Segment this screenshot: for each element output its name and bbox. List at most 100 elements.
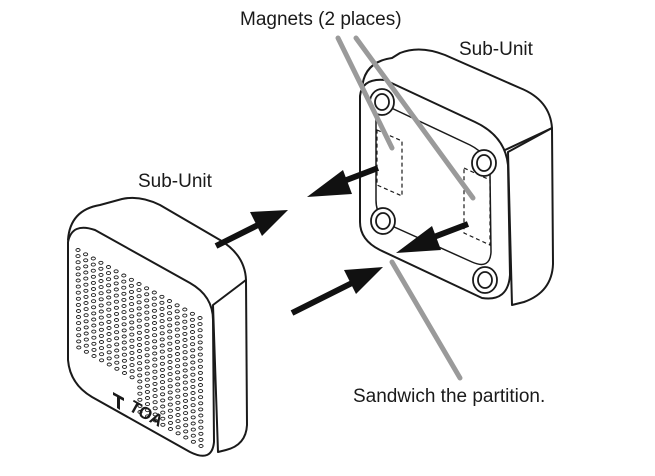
grille-hole: [167, 420, 174, 425]
grille-hole: [152, 351, 158, 356]
grille-hole: [174, 333, 180, 338]
grille-hole: [151, 327, 158, 332]
magnet-right: [463, 167, 491, 246]
grille-hole: [144, 286, 150, 291]
grille-hole: [83, 343, 89, 348]
grille-hole: [144, 371, 150, 376]
grille-hole: [128, 283, 134, 288]
grille-hole: [98, 279, 104, 283]
grille-hole: [83, 337, 89, 342]
grille-hole: [114, 348, 120, 353]
grille-hole: [136, 282, 142, 286]
grille-hole: [75, 254, 81, 259]
grille-hole: [175, 370, 181, 375]
grille-hole: [129, 350, 135, 355]
grille-hole: [197, 352, 203, 357]
grille-hole: [144, 298, 150, 303]
grille-hole: [159, 374, 166, 378]
grille-hole: [151, 296, 157, 301]
grille-hole: [152, 345, 158, 350]
grille-hole: [190, 348, 196, 353]
grille-hole: [167, 353, 173, 358]
grille-hole: [136, 336, 142, 341]
grille-hole: [167, 402, 173, 407]
grille-hole: [174, 339, 180, 344]
grille-hole: [182, 392, 188, 397]
grille-hole: [175, 364, 181, 369]
grille-hole: [91, 354, 97, 358]
grille-hole: [106, 301, 112, 306]
grille-hole: [167, 427, 174, 431]
grille-hole: [75, 266, 81, 271]
grille-hole: [113, 318, 120, 322]
grille-hole: [106, 362, 112, 367]
grille-hole: [121, 352, 127, 357]
grille-hole: [98, 333, 104, 338]
grille-hole: [167, 384, 173, 389]
grille-hole: [144, 365, 150, 370]
grille-hole: [198, 444, 204, 448]
grille-hole: [76, 333, 82, 338]
grille-hole: [152, 388, 158, 392]
grille-hole: [175, 419, 181, 424]
grille-hole: [175, 400, 181, 405]
grille-hole: [114, 360, 120, 365]
grille-hole: [197, 358, 203, 363]
grille-hole: [167, 360, 173, 364]
grille-hole: [136, 343, 143, 347]
grille-hole: [183, 411, 189, 416]
grille-hole: [75, 309, 82, 313]
grille-hole: [129, 302, 135, 307]
grille-hole: [121, 316, 127, 321]
grille-hole: [121, 285, 127, 290]
grille-hole: [189, 330, 196, 334]
grille-hole: [190, 372, 196, 377]
grille-hole: [182, 344, 188, 349]
grille-hole: [144, 396, 151, 400]
grille-hole: [106, 344, 112, 349]
grille-hole: [106, 326, 112, 330]
grille-hole: [182, 362, 188, 367]
grille-hole: [91, 317, 97, 322]
leader-magnet-right: [353, 35, 476, 201]
leader-sandwich: [389, 259, 463, 381]
grille-hole: [152, 394, 158, 399]
grille-hole: [152, 418, 158, 423]
grille-hole: [144, 377, 150, 382]
grille-hole: [151, 314, 157, 319]
grille-hole: [76, 339, 82, 344]
grille-hole: [90, 274, 96, 279]
grille-hole: [90, 293, 97, 298]
grille-hole: [175, 431, 181, 436]
grille-hole: [137, 355, 143, 360]
grille-hole: [190, 415, 196, 420]
grille-hole: [182, 313, 188, 318]
grille-hole: [198, 401, 204, 406]
grille-hole: [145, 408, 151, 413]
grille-hole: [106, 277, 112, 282]
grille-hole: [197, 328, 203, 333]
grille-hole: [159, 337, 165, 342]
grille-hole: [167, 317, 173, 322]
grille-hole: [121, 279, 127, 284]
grille-hole: [114, 336, 120, 341]
grille-hole: [166, 299, 173, 303]
grille-hole: [145, 414, 151, 419]
grille-hole: [83, 264, 89, 269]
grille-hole: [144, 359, 150, 364]
sub-unit-right-body: [359, 48, 554, 306]
grille-hole: [198, 389, 204, 394]
grille-hole: [90, 268, 96, 273]
grille-hole: [144, 402, 151, 407]
grille-hole: [198, 437, 204, 442]
grille-hole: [121, 322, 127, 327]
grille-hole: [83, 319, 89, 324]
grille-hole: [151, 321, 158, 325]
grille-hole: [160, 398, 166, 403]
grille-hole: [190, 403, 196, 408]
grille-hole: [160, 404, 166, 409]
grille-hole: [159, 331, 165, 336]
grille-hole: [159, 343, 165, 348]
grille-hole: [83, 325, 89, 330]
